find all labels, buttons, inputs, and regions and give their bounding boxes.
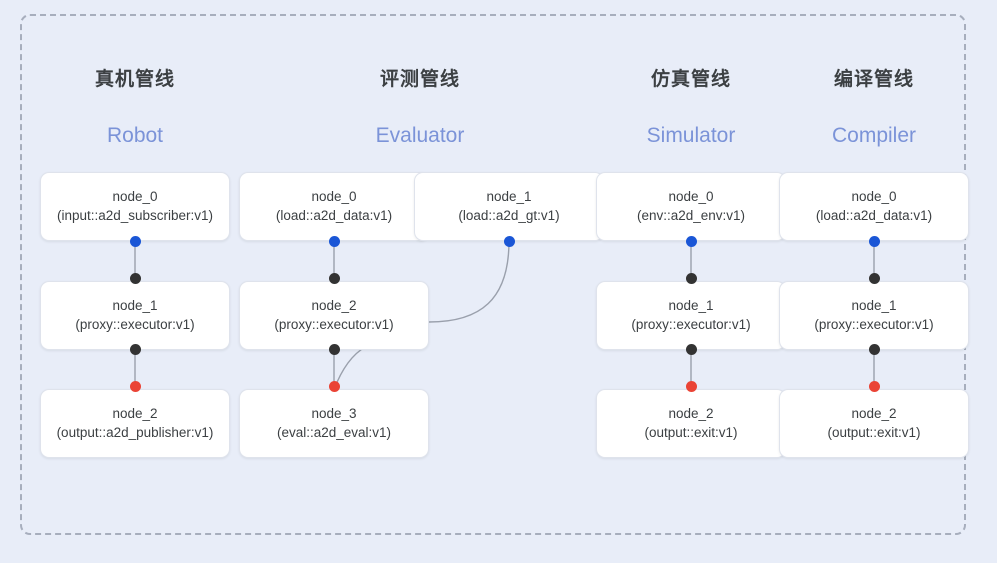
node-id-label: node_2 [668,406,714,421]
column-title-cn-simulator: 仿真管线 [650,69,731,90]
node-id-label: node_0 [668,189,714,204]
node-type-label: (output::a2d_publisher:v1) [56,425,214,440]
terminal-port-dot-robot-2[interactable] [129,381,141,392]
node-evaluator-2[interactable]: node_2 (proxy::executor:v1) [239,281,429,350]
node-id-label: node_0 [851,189,897,204]
node-simulator-1[interactable]: node_1 (proxy::executor:v1) [596,281,786,350]
node-id-label: node_0 [311,189,357,204]
node-type-label: (output::exit:v1) [644,425,738,440]
node-simulator-2[interactable]: node_2 (output::exit:v1) [596,389,786,458]
node-id-label: node_2 [851,406,897,421]
output-port-dot-evaluator-0[interactable] [328,236,340,247]
column-title-en-robot: Robot [106,124,164,147]
node-id-label: node_0 [112,189,158,204]
node-type-label: (load::a2d_gt:v1) [458,208,560,223]
node-id-label: node_1 [668,298,714,313]
input-port-dot-evaluator-2[interactable] [328,273,340,284]
output-port-dot-robot-0[interactable] [129,236,141,247]
column-title-en-simulator: Simulator [646,124,736,147]
input-port-dot-robot-1[interactable] [129,273,141,284]
node-id-label: node_1 [112,298,158,313]
output-port-dot-evaluator-1[interactable] [503,236,515,247]
column-title-en-evaluator: Evaluator [375,124,465,147]
node-simulator-0[interactable]: node_0 (env::a2d_env:v1) [596,172,786,241]
node-robot-1[interactable]: node_1 (proxy::executor:v1) [40,281,230,350]
terminal-port-dot-compiler-2[interactable] [868,381,880,392]
edge-eval-gt-to-executor [428,240,510,323]
column-title-cn-compiler: 编译管线 [833,69,914,90]
terminal-port-dot-evaluator-3[interactable] [328,381,340,392]
output-port-dot-simulator-1[interactable] [685,344,697,355]
node-type-label: (eval::a2d_eval:v1) [276,425,392,440]
node-id-label: node_1 [851,298,897,313]
node-evaluator-3[interactable]: node_3 (eval::a2d_eval:v1) [239,389,429,458]
column-title-en-compiler: Compiler [831,124,917,147]
node-type-label: (proxy::executor:v1) [631,317,751,332]
node-type-label: (proxy::executor:v1) [814,317,934,332]
node-id-label: node_2 [112,406,158,421]
node-id-label: node_3 [311,406,357,421]
input-port-dot-simulator-1[interactable] [685,273,697,284]
node-type-label: (proxy::executor:v1) [274,317,394,332]
output-port-dot-compiler-0[interactable] [868,236,880,247]
output-port-dot-evaluator-2[interactable] [328,344,340,355]
output-port-dot-simulator-0[interactable] [685,236,697,247]
column-title-cn-evaluator: 评测管线 [379,69,460,90]
node-compiler-0[interactable]: node_0 (load::a2d_data:v1) [779,172,969,241]
node-type-label: (env::a2d_env:v1) [636,208,746,223]
input-port-dot-compiler-1[interactable] [868,273,880,284]
node-type-label: (load::a2d_data:v1) [815,208,933,223]
node-robot-0[interactable]: node_0 (input::a2d_subscriber:v1) [40,172,230,419]
column-title-cn-robot: 真机管线 [94,69,175,90]
node-id-label: node_1 [486,189,532,204]
node-type-label: (proxy::executor:v1) [75,317,195,332]
node-compiler-1[interactable]: node_1 (proxy::executor:v1) [779,281,969,350]
output-port-dot-compiler-1[interactable] [868,344,880,355]
output-port-dot-robot-1[interactable] [129,344,141,355]
node-type-label: (load::a2d_data:v1) [275,208,393,223]
node-id-label: node_2 [311,298,357,313]
node-evaluator-1[interactable]: node_1 (load::a2d_gt:v1) [414,172,604,241]
terminal-port-dot-simulator-2[interactable] [685,381,697,392]
node-evaluator-0[interactable]: node_0 (load::a2d_data:v1) [239,172,429,241]
node-compiler-2[interactable]: node_2 (output::exit:v1) [779,389,969,458]
node-type-label: (input::a2d_subscriber:v1) [56,208,214,223]
node-type-label: (output::exit:v1) [827,425,921,440]
edge-eval-executor-to-eval [334,343,372,388]
node-robot-2[interactable]: node_2 (output::a2d_publisher:v1) [40,389,230,458]
